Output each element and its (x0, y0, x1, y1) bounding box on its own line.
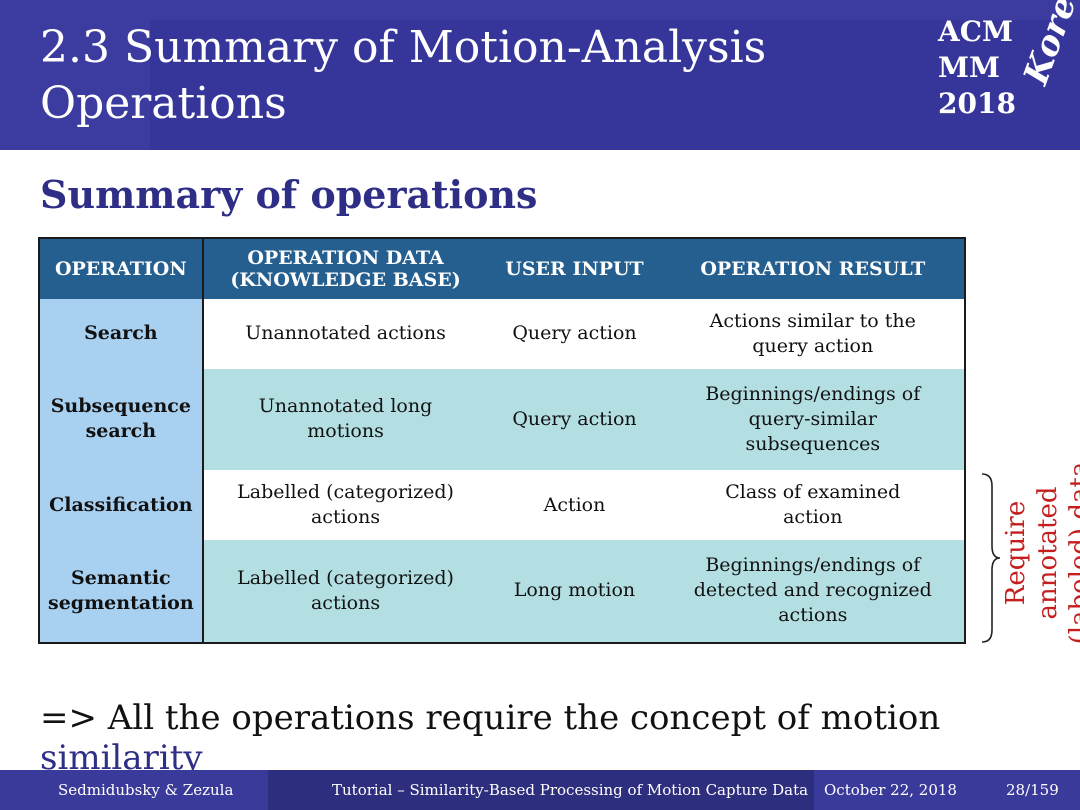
curly-brace-icon (981, 473, 1001, 643)
footer-page-number: 28/159 (1006, 781, 1059, 799)
operation-data: Unannotated actions (245, 322, 446, 345)
operation-result-cell: Actions similar to the query action (661, 299, 965, 369)
operation-result-3: subsequences (745, 432, 881, 455)
operation-data-2: motions (307, 420, 384, 443)
operation-data: Labelled (categorized) (237, 566, 454, 589)
footer-tutorial: Tutorial – Similarity-Based Processing o… (332, 781, 809, 799)
operation-name: Search (84, 322, 158, 345)
operation-result: Class of examined (725, 481, 901, 504)
operation-data: Unannotated long (258, 395, 433, 418)
footnote: => All the operations require the concep… (40, 698, 1080, 778)
operation-name-2: segmentation (48, 591, 194, 614)
user-input-cell: Query action (487, 368, 662, 471)
operation-data-cell: Labelled (categorized) actions (202, 470, 488, 540)
footnote-text: => All the operations require the concep… (40, 698, 941, 738)
operation-data-cell: Labelled (categorized) actions (202, 539, 488, 643)
header-operation: OPERATION (39, 238, 204, 299)
slide-footer: Sedmidubsky & Zezula Tutorial – Similari… (0, 770, 1080, 810)
header-operation-result: OPERATION RESULT (661, 238, 965, 299)
header-operation-data-line2: (KNOWLEDGE BASE) (230, 269, 461, 291)
operation-data-cell: Unannotated long motions (202, 368, 488, 471)
table-row: Classification Labelled (categorized) ac… (39, 470, 965, 540)
footer-authors-section: Sedmidubsky & Zezula (0, 770, 268, 810)
operation-result-2: action (783, 506, 843, 529)
user-input-cell: Action (487, 470, 662, 540)
logo-line2: MM (938, 51, 1000, 84)
user-input-cell: Long motion (487, 539, 662, 643)
operation-name-cell: Subsequence search (39, 368, 204, 471)
operation-name-cell: Semantic segmentation (39, 539, 204, 643)
operation-name-cell: Classification (39, 470, 204, 540)
table-header-row: OPERATION OPERATION DATA (KNOWLEDGE BASE… (39, 238, 965, 299)
operation-result: Actions similar to the (709, 309, 916, 332)
side-note-line1: Require annotated (1001, 486, 1063, 620)
side-note-line2: (labeled) data (1065, 461, 1080, 645)
operation-name: Semantic (71, 566, 171, 589)
operation-data-2: actions (310, 506, 381, 529)
operation-name-2: search (85, 420, 157, 443)
slide-title-line1: 2.3 Summary of Motion-Analysis (40, 22, 767, 73)
acm-mm-logo: ACM MM 2018 Korea (938, 0, 1080, 139)
operation-data-2: actions (310, 591, 381, 614)
footer-authors: Sedmidubsky & Zezula (58, 781, 234, 799)
footer-date: October 22, 2018 (824, 781, 957, 799)
header-operation-data-line1: OPERATION DATA (247, 247, 444, 269)
slide-title: 2.3 Summary of Motion-Analysis Operation… (40, 20, 766, 132)
operation-result-cell: Beginnings/endings of detected and recog… (661, 539, 965, 643)
table-row: Search Unannotated actions Query action … (39, 299, 965, 369)
slide-header: 2.3 Summary of Motion-Analysis Operation… (0, 0, 1080, 150)
operation-name: Subsequence (50, 395, 191, 418)
footer-date-section: October 22, 2018 28/159 (814, 770, 1080, 810)
side-note: Require annotated (labeled) data (1000, 438, 1080, 668)
logo-line1: ACM (938, 15, 1014, 48)
operation-result-3: actions (778, 604, 848, 627)
table-row: Subsequence search Unannotated long moti… (39, 368, 965, 471)
footer-tutorial-section: Tutorial – Similarity-Based Processing o… (268, 770, 814, 810)
operation-result-cell: Class of examined action (661, 470, 965, 540)
operation-result-2: query-similar (748, 407, 877, 430)
header-band (150, 20, 1080, 150)
slide-title-line2: Operations (40, 78, 287, 129)
logo-line3: 2018 (938, 87, 1016, 120)
operation-data-cell: Unannotated actions (202, 299, 488, 369)
header-operation-data: OPERATION DATA (KNOWLEDGE BASE) (202, 238, 488, 299)
operations-table: OPERATION OPERATION DATA (KNOWLEDGE BASE… (38, 237, 966, 644)
section-title: Summary of operations (40, 172, 538, 217)
user-input-cell: Query action (487, 299, 662, 369)
operation-result: Beginnings/endings of (705, 554, 921, 577)
operation-result-cell: Beginnings/endings of query-similar subs… (661, 368, 965, 471)
table-row: Semantic segmentation Labelled (categori… (39, 539, 965, 643)
operation-result-2: query action (752, 334, 874, 357)
operation-data: Labelled (categorized) (237, 481, 454, 504)
operation-result: Beginnings/endings of (705, 382, 921, 405)
operation-result-2: detected and recognized (693, 579, 932, 602)
operation-name-cell: Search (39, 299, 204, 369)
operation-name: Classification (49, 493, 193, 516)
header-user-input: USER INPUT (487, 238, 662, 299)
